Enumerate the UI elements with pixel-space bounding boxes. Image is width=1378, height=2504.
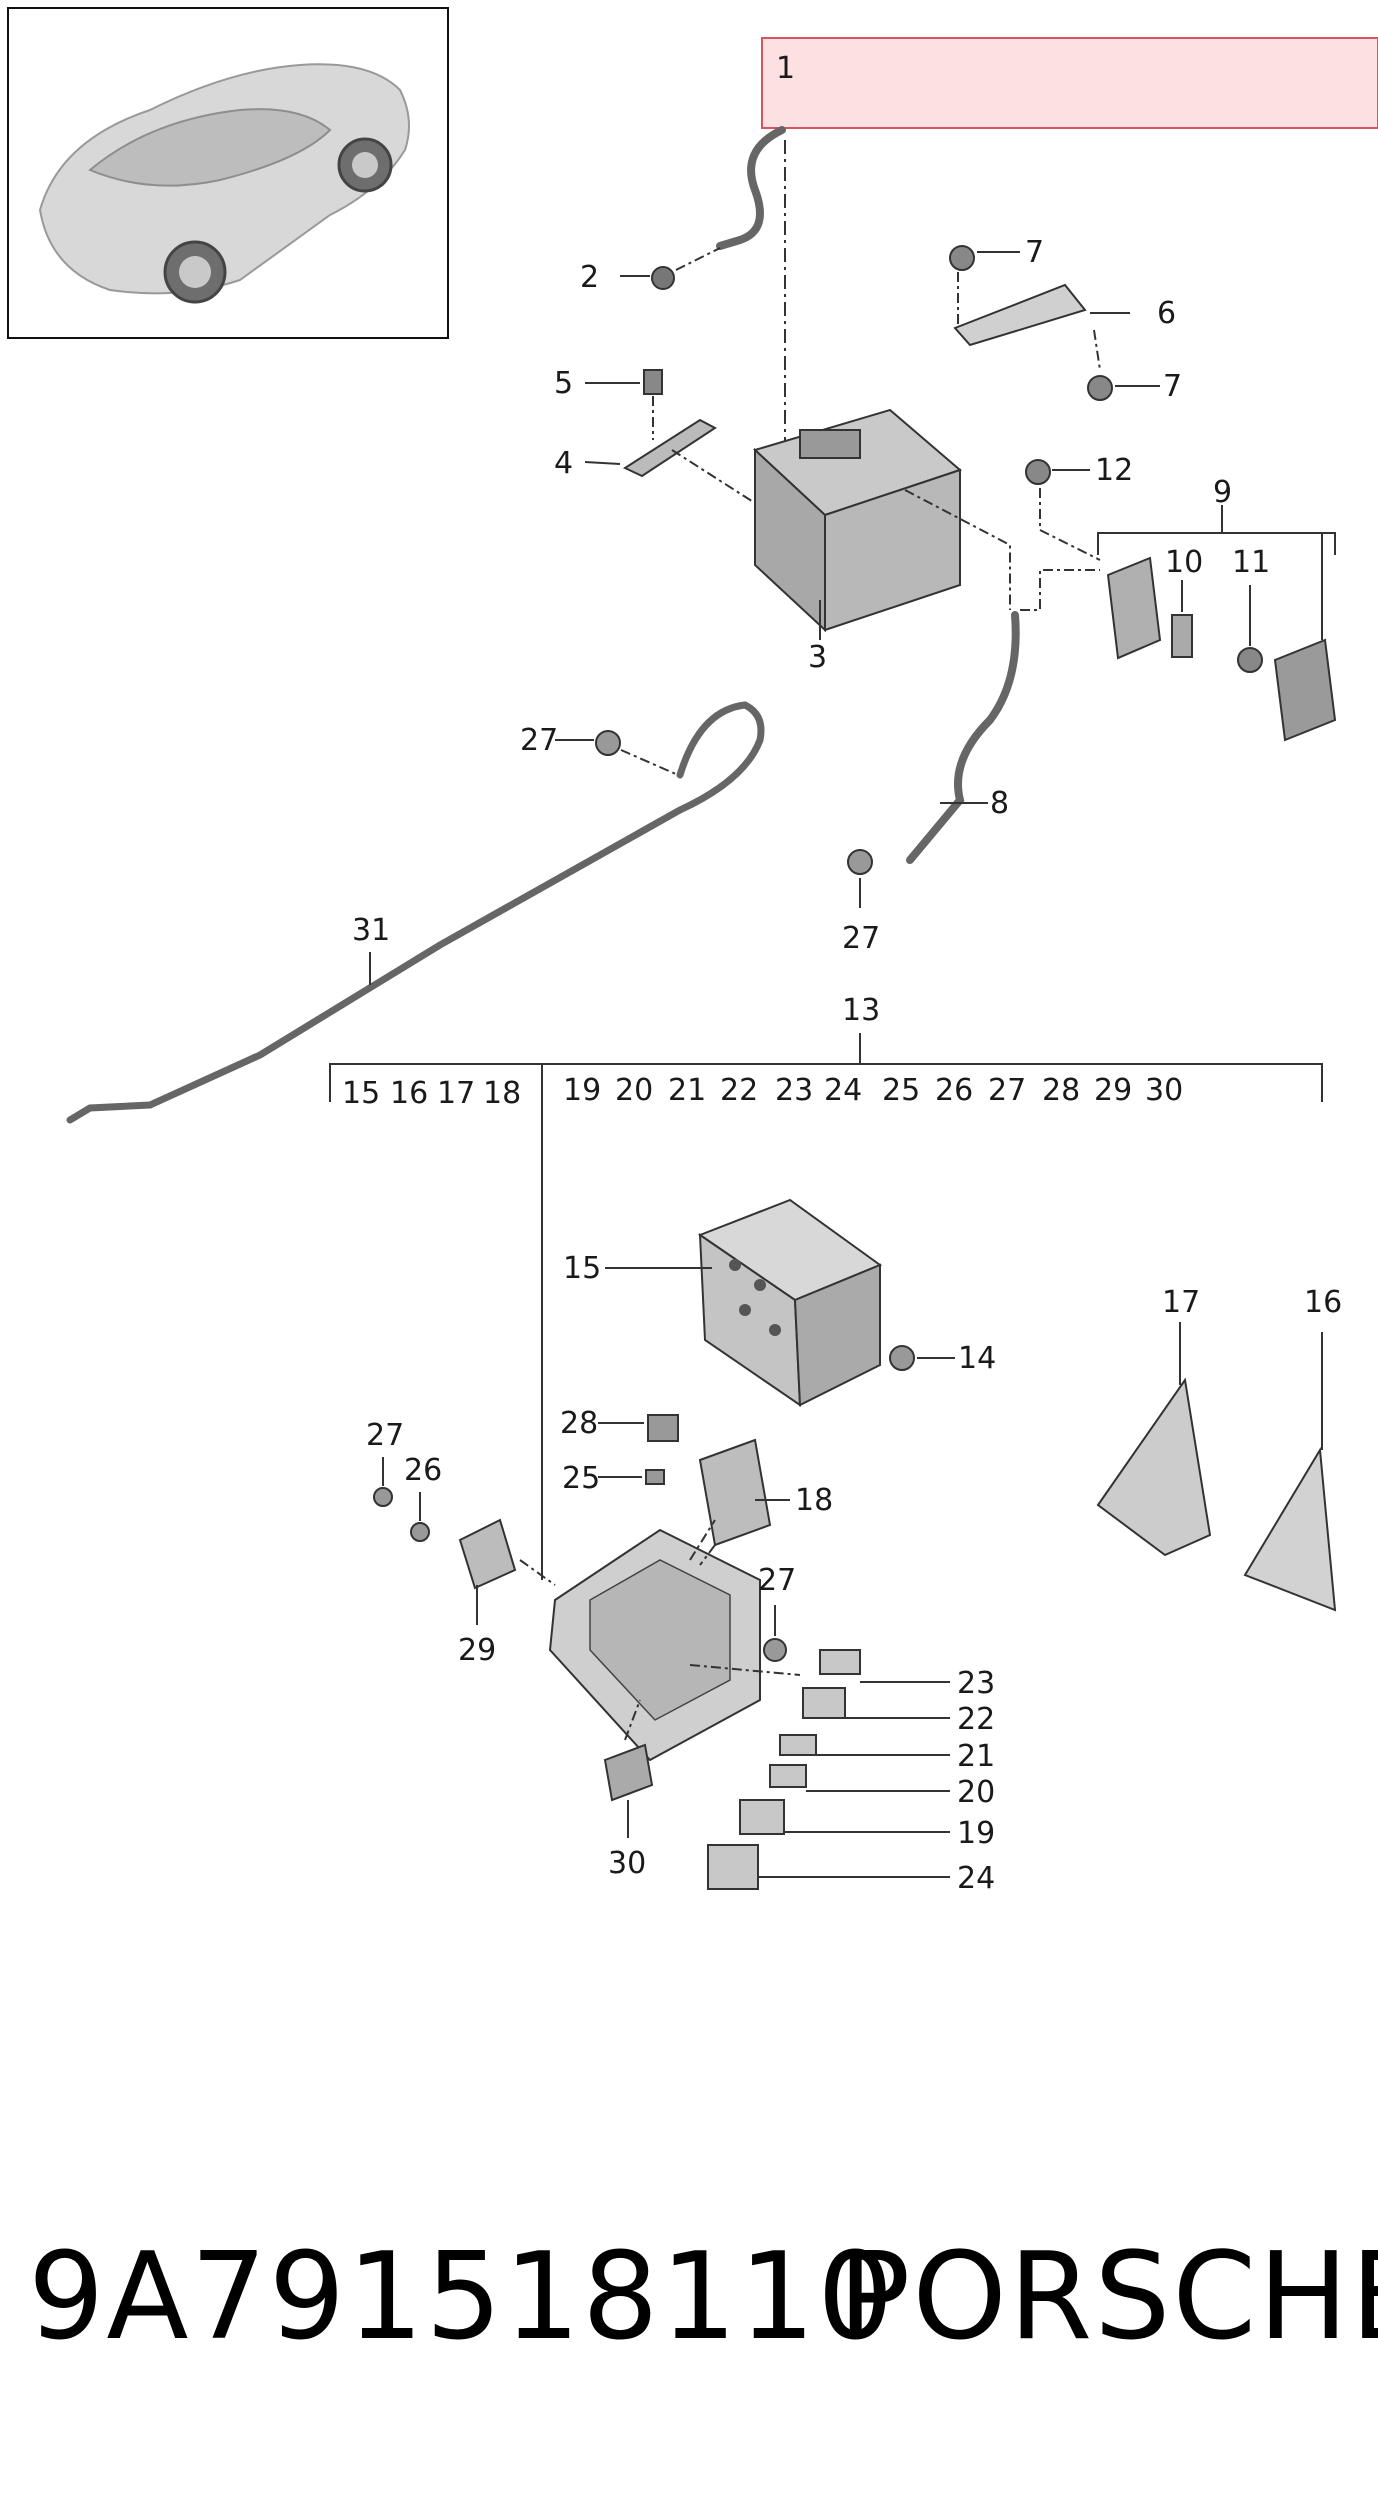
- callout-27-cable31[interactable]: 27: [520, 723, 558, 758]
- car-thumbnail: [7, 7, 449, 339]
- callout-7-top[interactable]: 7: [1025, 235, 1044, 270]
- nut-12: [1025, 459, 1051, 485]
- cover-9: [1273, 638, 1337, 742]
- cable-31: [66, 701, 765, 1124]
- callout-28[interactable]: 28: [560, 1406, 598, 1441]
- ground-cable-8: [906, 611, 1020, 864]
- callout-27-left[interactable]: 27: [366, 1418, 404, 1453]
- callout-9[interactable]: 9: [1213, 475, 1232, 510]
- callout-12[interactable]: 12: [1095, 453, 1133, 488]
- group13-item[interactable]: 30: [1145, 1073, 1183, 1108]
- callout-2[interactable]: 2: [580, 260, 599, 295]
- nut-14: [889, 1345, 915, 1371]
- nut-27-left: [373, 1487, 393, 1507]
- callout-30[interactable]: 30: [608, 1846, 646, 1881]
- part-number: 9A791518110: [28, 2228, 896, 2367]
- group13-item[interactable]: 20: [615, 1073, 653, 1108]
- group-13-list: 15 16 17 18 19 20 21 22 23 24 25 26 27 2…: [342, 1073, 1183, 1111]
- callout-18[interactable]: 18: [795, 1483, 833, 1518]
- callout-14[interactable]: 14: [958, 1341, 996, 1376]
- nut-27-cable31: [595, 730, 621, 756]
- callout-23[interactable]: 23: [957, 1666, 995, 1701]
- group13-item[interactable]: 24: [824, 1073, 862, 1108]
- callout-26[interactable]: 26: [404, 1453, 442, 1488]
- nut-7-bottom: [1087, 375, 1113, 401]
- fuse-10: [1171, 614, 1193, 658]
- nut-11: [1237, 647, 1263, 673]
- group13-item[interactable]: 25: [882, 1073, 920, 1108]
- callout-20[interactable]: 20: [957, 1775, 995, 1810]
- battery-3: [753, 408, 962, 633]
- control-unit-15: [697, 1198, 883, 1407]
- callout-22[interactable]: 22: [957, 1702, 995, 1737]
- callout-15[interactable]: 15: [563, 1251, 601, 1286]
- callout-8[interactable]: 8: [990, 786, 1009, 821]
- callout-5[interactable]: 5: [554, 366, 573, 401]
- callout-27-right[interactable]: 27: [758, 1563, 796, 1598]
- relay-30: [603, 1743, 654, 1802]
- callout-4[interactable]: 4: [554, 446, 573, 481]
- callout-17[interactable]: 17: [1162, 1285, 1200, 1320]
- cover-16: [1243, 1446, 1337, 1612]
- fuse-box-13: [548, 1528, 761, 1762]
- callout-19[interactable]: 19: [957, 1816, 995, 1851]
- group13-item[interactable]: 18: [483, 1076, 521, 1111]
- group13-item[interactable]: 29: [1094, 1073, 1132, 1108]
- relay-holder-18: [698, 1438, 772, 1547]
- group13-item[interactable]: 27: [988, 1073, 1026, 1108]
- callout-21[interactable]: 21: [957, 1739, 995, 1774]
- callout-25[interactable]: 25: [562, 1461, 600, 1496]
- holder-29: [458, 1518, 517, 1590]
- fuse-carrier-9: [1106, 556, 1162, 660]
- callout-29[interactable]: 29: [458, 1633, 496, 1668]
- group13-item[interactable]: 17: [437, 1076, 475, 1111]
- callout-1[interactable]: 1: [776, 51, 795, 86]
- nut-7-top: [949, 245, 975, 271]
- group13-item[interactable]: 19: [563, 1073, 601, 1108]
- group13-item[interactable]: 22: [720, 1073, 758, 1108]
- group13-item[interactable]: 16: [390, 1076, 428, 1111]
- group13-item[interactable]: 15: [342, 1076, 380, 1111]
- callout-10[interactable]: 10: [1165, 545, 1203, 580]
- callout-27-cable8[interactable]: 27: [842, 921, 880, 956]
- callout-3[interactable]: 3: [808, 640, 827, 675]
- nut-27-right: [763, 1638, 787, 1662]
- bracket-6: [953, 283, 1087, 347]
- brand-name: PORSCHE: [838, 2228, 1378, 2367]
- nut-26: [410, 1522, 430, 1542]
- fuse-25: [645, 1469, 665, 1485]
- nut-27-cable8: [847, 849, 873, 875]
- group13-item[interactable]: 21: [668, 1073, 706, 1108]
- relay-28: [647, 1414, 679, 1442]
- bracket-4: [622, 418, 717, 478]
- callout-7-bottom[interactable]: 7: [1163, 369, 1182, 404]
- callout-24[interactable]: 24: [957, 1861, 995, 1896]
- cover-17: [1096, 1377, 1212, 1557]
- fuse-set: [707, 1649, 861, 1890]
- battery-positive-cable: [716, 126, 786, 250]
- callout-11[interactable]: 11: [1232, 545, 1270, 580]
- callout-13[interactable]: 13: [842, 993, 880, 1028]
- nut-2: [651, 266, 675, 290]
- highlight-callout-1: [761, 37, 1378, 129]
- callout-16[interactable]: 16: [1304, 1285, 1342, 1320]
- bolt-5: [643, 369, 663, 395]
- group13-item[interactable]: 28: [1042, 1073, 1080, 1108]
- group13-item[interactable]: 26: [935, 1073, 973, 1108]
- group13-item[interactable]: 23: [775, 1073, 813, 1108]
- callout-31[interactable]: 31: [352, 913, 390, 948]
- callout-6[interactable]: 6: [1157, 296, 1176, 331]
